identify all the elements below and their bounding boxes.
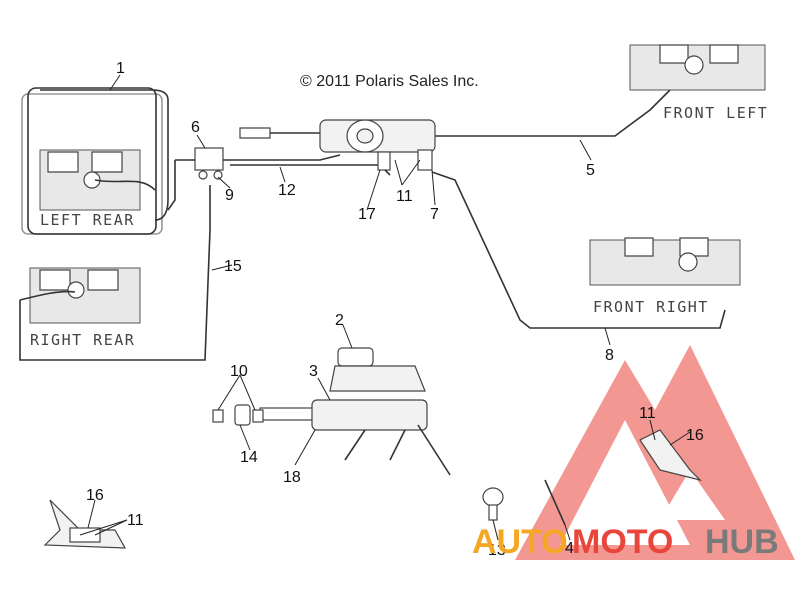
right-bracket-detail [639,429,702,482]
front-right-caliper: FRONT RIGHT [589,237,741,316]
copyright-text: © 2011 Polaris Sales Inc. [300,73,479,90]
callout-4: 4 [565,540,574,557]
caption-left-rear: LEFT REAR [40,211,135,229]
callout-6: 6 [191,119,200,136]
leader-lines [79,74,691,541]
upper-master-cylinder [239,119,436,171]
brake-line-12 [230,164,391,176]
clevis-yoke [212,404,264,426]
callout-11-right: 11 [639,405,656,422]
right-rear-caliper: RIGHT REAR [19,229,211,361]
bleeder-pin [544,479,566,526]
callout-13: 13 [488,542,506,559]
watermark-text: AUTO MOTO HUB [472,523,779,561]
junction-block [167,147,341,211]
callout-7: 7 [430,206,439,223]
callout-10: 10 [230,363,248,380]
callout-11-bottom: 11 [127,512,144,529]
svg-text:MOTO: MOTO [572,523,673,561]
brake-line-1 [40,89,169,221]
svg-text:HUB: HUB [705,523,779,561]
callout-9: 9 [225,187,234,204]
caption-front-left: FRONT LEFT [663,104,768,122]
callout-14: 14 [240,449,258,466]
brake-line-8 [431,171,726,329]
callout-8: 8 [605,347,614,364]
callout-16-right: 16 [686,427,704,444]
callout-16-bottom: 16 [86,487,104,504]
callout-17: 17 [358,206,376,223]
lower-master-cylinder [259,347,451,476]
callout-5: 5 [586,162,595,179]
callout-15: 15 [224,258,242,275]
caption-right-rear: RIGHT REAR [30,331,135,349]
banjo-fitting [482,487,504,521]
callout-18: 18 [283,469,301,486]
callout-2: 2 [335,312,344,329]
callout-1: 1 [116,60,125,77]
caption-front-right: FRONT RIGHT [593,298,709,316]
callout-11-top: 11 [396,188,413,205]
left-rear-caliper: LEFT REAR [21,87,163,235]
svg-text:AUTO: AUTO [472,523,568,561]
callout-12: 12 [278,182,296,199]
front-left-caliper: FRONT LEFT [629,44,768,122]
callout-3: 3 [309,363,318,380]
